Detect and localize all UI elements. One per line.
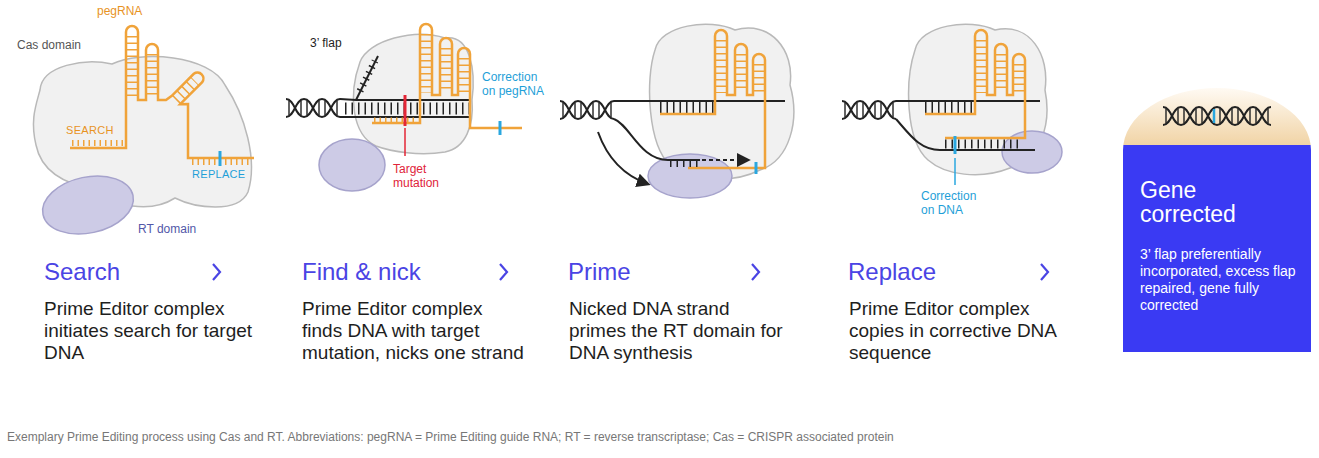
step-heading: Replace: [848, 258, 936, 286]
step-heading: Find & nick: [302, 258, 421, 286]
step-heading: Prime: [568, 258, 631, 286]
step-text: Nicked DNA strand primes the RT domain f…: [569, 298, 784, 364]
flap-strand: [356, 56, 378, 100]
corrected-dna-icon: [1123, 88, 1311, 148]
dna-helix: [286, 99, 340, 117]
step-chevron: [500, 264, 507, 280]
correction-label: Correction on DNA: [921, 189, 991, 217]
correction-leader: [954, 158, 956, 185]
hairpin-rungs: [127, 36, 138, 98]
find-nick-panel-art: [286, 24, 522, 191]
molecule-label: pegRNA: [97, 4, 142, 18]
correction-mark: [219, 151, 222, 166]
domain-label: Cas domain: [17, 38, 81, 52]
dome-panel: [1123, 88, 1311, 352]
region-label: SEARCH: [66, 124, 114, 137]
corrected-base: [1213, 109, 1216, 123]
step-text: Prime Editor complex initiates search fo…: [44, 298, 279, 364]
base-pairs: [660, 102, 715, 114]
step-text: Prime Editor complex copies in correctiv…: [849, 298, 1064, 364]
correction-label: Correction on pegRNA: [482, 70, 552, 98]
dna-strand: [1163, 107, 1271, 125]
synthesis-arrow: [702, 159, 748, 161]
dna-helix: [560, 101, 614, 119]
hairpin-rungs: [1014, 64, 1025, 93]
correction-mark: [954, 136, 957, 154]
flap-ticks: [360, 61, 375, 91]
prime-panel-art: [560, 24, 794, 198]
mutation-label: Target mutation: [393, 162, 451, 190]
hairpin-rungs: [441, 48, 452, 93]
flap-label: 3’ flap: [310, 36, 342, 50]
primer-pairs: [670, 161, 700, 167]
base-pairs: [345, 103, 470, 115]
correction-mark: [755, 162, 758, 174]
spacer-ticks: [72, 140, 124, 146]
rt-domain-blob: [319, 139, 385, 191]
result-text: 3’ flap preferentially incorporated, exc…: [1140, 246, 1298, 314]
dna-helix: [842, 101, 896, 119]
hairpin-rungs: [147, 54, 158, 98]
hairpin-rungs: [421, 34, 432, 93]
hairpin-rungs: [736, 54, 747, 93]
dna-strand: [614, 100, 785, 102]
correction-mark: [499, 121, 502, 135]
edited-strand: [896, 119, 1035, 150]
hairpin-rungs: [996, 54, 1007, 93]
base-pairs: [925, 102, 975, 114]
figure-caption: Exemplary Prime Editing process using Ca…: [7, 430, 1307, 445]
result-box: Gene corrected 3’ flap preferentially inc…: [1123, 88, 1311, 352]
step-chevron: [1041, 264, 1048, 280]
pegrna-strand: [70, 26, 254, 158]
step-text: Prime Editor complex finds DNA with targ…: [302, 298, 527, 364]
hairpin-rungs: [716, 40, 727, 93]
nicked-strand: [614, 119, 700, 160]
dna-strand: [896, 100, 1040, 102]
hairpin-rungs: [976, 40, 987, 93]
step-chevron: [752, 264, 759, 280]
domain-label: RT domain: [138, 222, 196, 236]
step-chevron: [213, 264, 220, 280]
mutation-mark: [404, 95, 407, 126]
step-heading: Search: [44, 258, 120, 286]
rt-domain-blob: [37, 168, 139, 242]
base-pairs: [1166, 109, 1268, 123]
dna-strand: [1163, 107, 1271, 125]
motion-arrow: [598, 132, 648, 184]
template-ticks: [192, 159, 252, 165]
replace-panel-art: [842, 24, 1062, 185]
hairpin-rungs: [176, 81, 195, 100]
search-panel-art: [33, 26, 254, 242]
pegrna-strand: [925, 30, 1025, 138]
hairpin-rungs: [754, 64, 765, 93]
mutation-leader: [404, 128, 406, 156]
result-heading: Gene corrected: [1140, 178, 1270, 226]
region-label: REPLACE: [192, 168, 245, 181]
pegrna-strand: [660, 30, 765, 168]
hairpin-rungs: [459, 58, 470, 93]
